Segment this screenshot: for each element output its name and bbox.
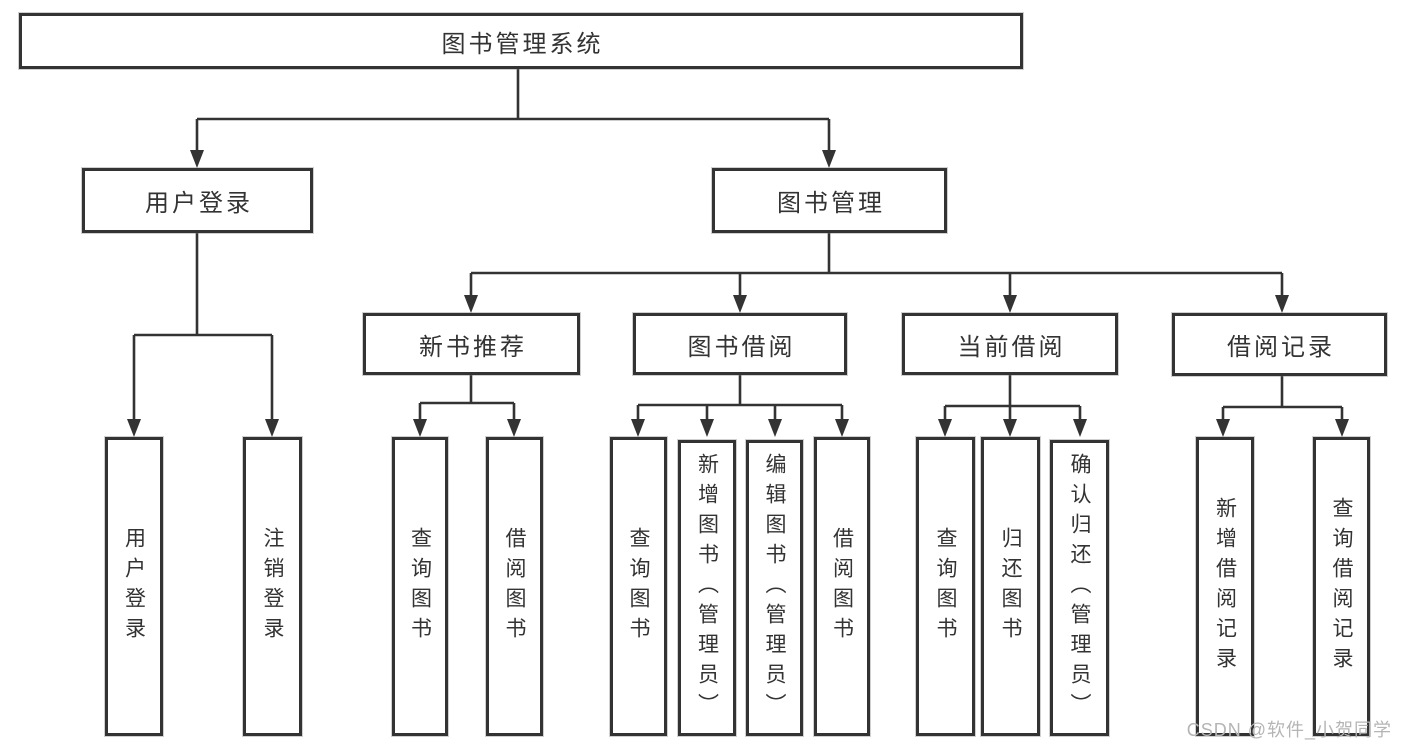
leaf-return-books: 归还图书	[981, 437, 1040, 736]
node-book-borrowing: 图书借阅	[633, 313, 847, 375]
node-book-borrowing-label: 图书借阅	[687, 333, 796, 361]
watermark-text: CSDN @软件_小贺同学	[1186, 720, 1392, 740]
node-borrowing-records-label: 借阅记录	[1227, 334, 1335, 361]
leaf-add-borrow-record-label: 新增借阅记录	[1213, 496, 1237, 677]
leaf-query-books-recommend-label: 查询图书	[408, 526, 432, 647]
node-user-login: 用户登录	[82, 168, 313, 233]
node-root-label: 图书管理系统	[441, 30, 604, 58]
node-book-management-label: 图书管理	[777, 190, 885, 217]
node-book-management: 图书管理	[712, 168, 947, 233]
leaf-confirm-return-admin: 确认归还（管理员）	[1050, 440, 1109, 736]
leaf-add-books-admin: 新增图书（管理员）	[678, 440, 736, 736]
arrowheads	[127, 150, 1349, 437]
leaf-user-login-label: 用户登录	[122, 526, 146, 647]
leaf-logout: 注销登录	[243, 437, 302, 736]
leaf-user-login: 用户登录	[105, 437, 163, 736]
node-current-borrowing: 当前借阅	[902, 313, 1118, 375]
leaf-query-borrow-record-label: 查询借阅记录	[1330, 496, 1353, 677]
leaf-query-books-current-label: 查询图书	[934, 526, 957, 647]
leaf-add-books-admin-label: 新增图书（管理员）	[695, 453, 719, 723]
leaf-query-books-current: 查询图书	[916, 437, 975, 736]
node-root: 图书管理系统	[19, 13, 1023, 69]
leaf-borrow-books-borrowing-label: 借阅图书	[830, 526, 854, 647]
node-new-book-recommend-label: 新书推荐	[419, 333, 527, 361]
node-current-borrowing-label: 当前借阅	[957, 333, 1066, 361]
leaf-query-borrow-record: 查询借阅记录	[1313, 437, 1370, 736]
leaf-edit-books-admin-label: 编辑图书（管理员）	[763, 453, 786, 723]
node-borrowing-records: 借阅记录	[1172, 313, 1387, 376]
leaf-return-books-label: 归还图书	[999, 526, 1022, 647]
leaf-borrow-books-borrowing: 借阅图书	[814, 437, 870, 736]
leaf-add-borrow-record: 新增借阅记录	[1196, 437, 1254, 736]
leaf-borrow-books-recommend: 借阅图书	[486, 437, 543, 736]
leaf-query-books-borrowing: 查询图书	[610, 437, 667, 736]
leaf-borrow-books-recommend-label: 借阅图书	[503, 526, 526, 647]
leaf-edit-books-admin: 编辑图书（管理员）	[746, 440, 803, 736]
leaf-query-books-recommend: 查询图书	[392, 437, 448, 736]
node-new-book-recommend: 新书推荐	[363, 313, 580, 375]
leaf-confirm-return-admin-label: 确认归还（管理员）	[1068, 453, 1091, 723]
leaf-query-books-borrowing-label: 查询图书	[627, 526, 650, 647]
node-user-login-label: 用户登录	[145, 190, 253, 217]
leaf-logout-label: 注销登录	[261, 526, 284, 647]
